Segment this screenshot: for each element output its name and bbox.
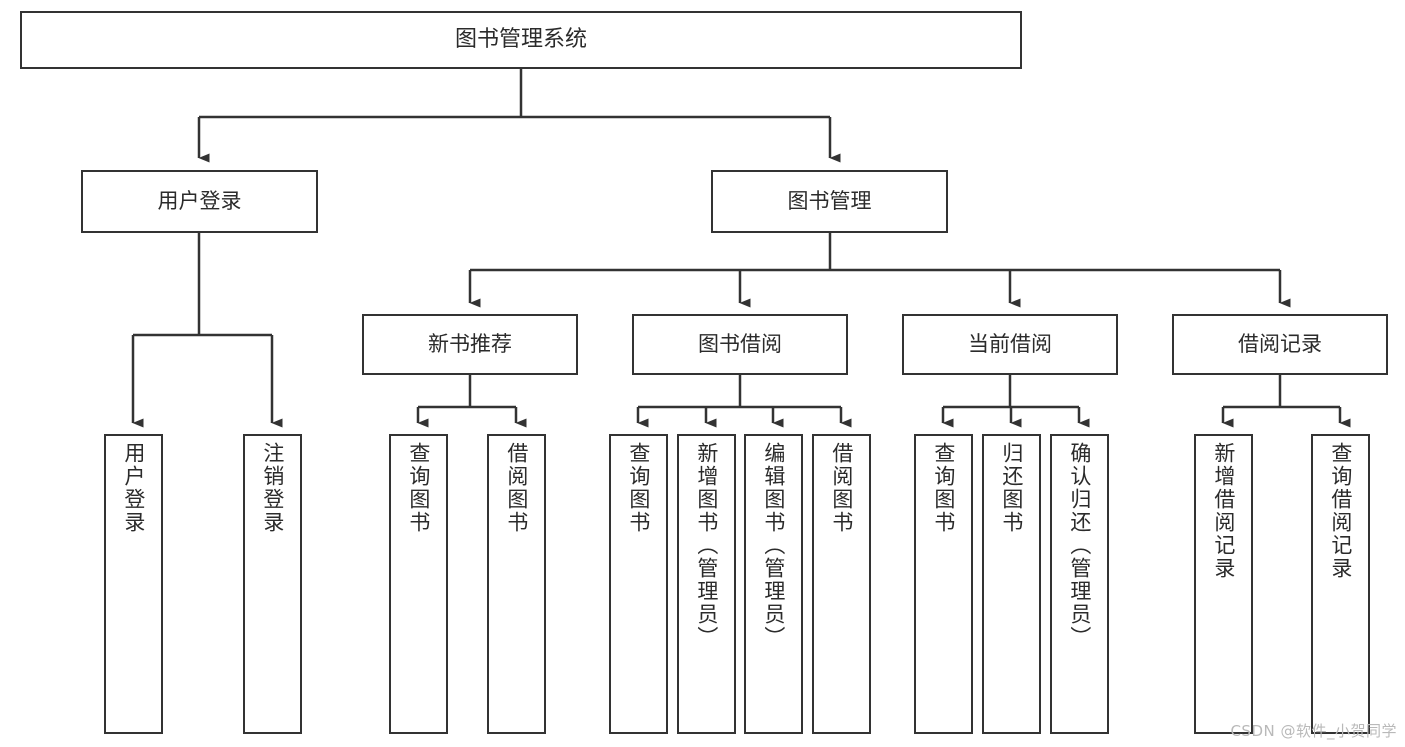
node-book-management[interactable]: 图书管理 <box>711 170 948 233</box>
node-current-borrow[interactable]: 当前借阅 <box>902 314 1118 375</box>
leaf-recommend-query-book[interactable]: 查询图书 <box>389 434 448 734</box>
node-root-system[interactable]: 图书管理系统 <box>20 11 1022 69</box>
leaf-current-return-book[interactable]: 归还图书 <box>982 434 1041 734</box>
node-label: 新书推荐 <box>428 332 512 357</box>
node-label: 借阅记录 <box>1238 332 1322 357</box>
node-label: 借阅图书 <box>504 442 529 534</box>
leaf-current-query-book[interactable]: 查询图书 <box>914 434 973 734</box>
node-label: 图书管理系统 <box>454 27 587 53</box>
node-label: 查询图书 <box>931 442 956 534</box>
leaf-record-add-borrow-record[interactable]: 新增借阅记录 <box>1194 434 1253 734</box>
node-label: 查询图书 <box>626 442 651 534</box>
leaf-current-confirm-return-admin[interactable]: 确认归还（管理员） <box>1050 434 1109 734</box>
node-label: 注销登录 <box>260 442 285 534</box>
node-label: 归还图书 <box>999 442 1024 534</box>
node-label: 图书管理 <box>787 189 872 214</box>
node-label: 确认归还（管理员） <box>1067 442 1092 649</box>
node-label: 借阅图书 <box>829 442 854 534</box>
node-borrow-record[interactable]: 借阅记录 <box>1172 314 1388 375</box>
leaf-borrow-edit-book-admin[interactable]: 编辑图书（管理员） <box>744 434 803 734</box>
node-label: 查询借阅记录 <box>1328 442 1353 580</box>
node-label: 用户登录 <box>157 189 242 214</box>
node-label: 新增借阅记录 <box>1211 442 1236 580</box>
node-user-login[interactable]: 用户登录 <box>81 170 318 233</box>
node-label: 用户登录 <box>121 442 146 534</box>
node-new-book-recommend[interactable]: 新书推荐 <box>362 314 578 375</box>
node-label: 新增图书（管理员） <box>694 442 719 649</box>
node-label: 查询图书 <box>406 442 431 534</box>
node-label: 编辑图书（管理员） <box>761 442 786 649</box>
node-label: 当前借阅 <box>968 332 1052 357</box>
leaf-borrow-add-book-admin[interactable]: 新增图书（管理员） <box>677 434 736 734</box>
watermark: CSDN @软件_小贺同学 <box>1230 722 1397 740</box>
leaf-borrow-borrow-book[interactable]: 借阅图书 <box>812 434 871 734</box>
leaf-user-login[interactable]: 用户登录 <box>104 434 163 734</box>
leaf-borrow-query-book[interactable]: 查询图书 <box>609 434 668 734</box>
leaf-logout-login[interactable]: 注销登录 <box>243 434 302 734</box>
leaf-record-query-borrow-record[interactable]: 查询借阅记录 <box>1311 434 1370 734</box>
node-book-borrow[interactable]: 图书借阅 <box>632 314 848 375</box>
leaf-recommend-borrow-book[interactable]: 借阅图书 <box>487 434 546 734</box>
node-label: 图书借阅 <box>698 332 782 357</box>
